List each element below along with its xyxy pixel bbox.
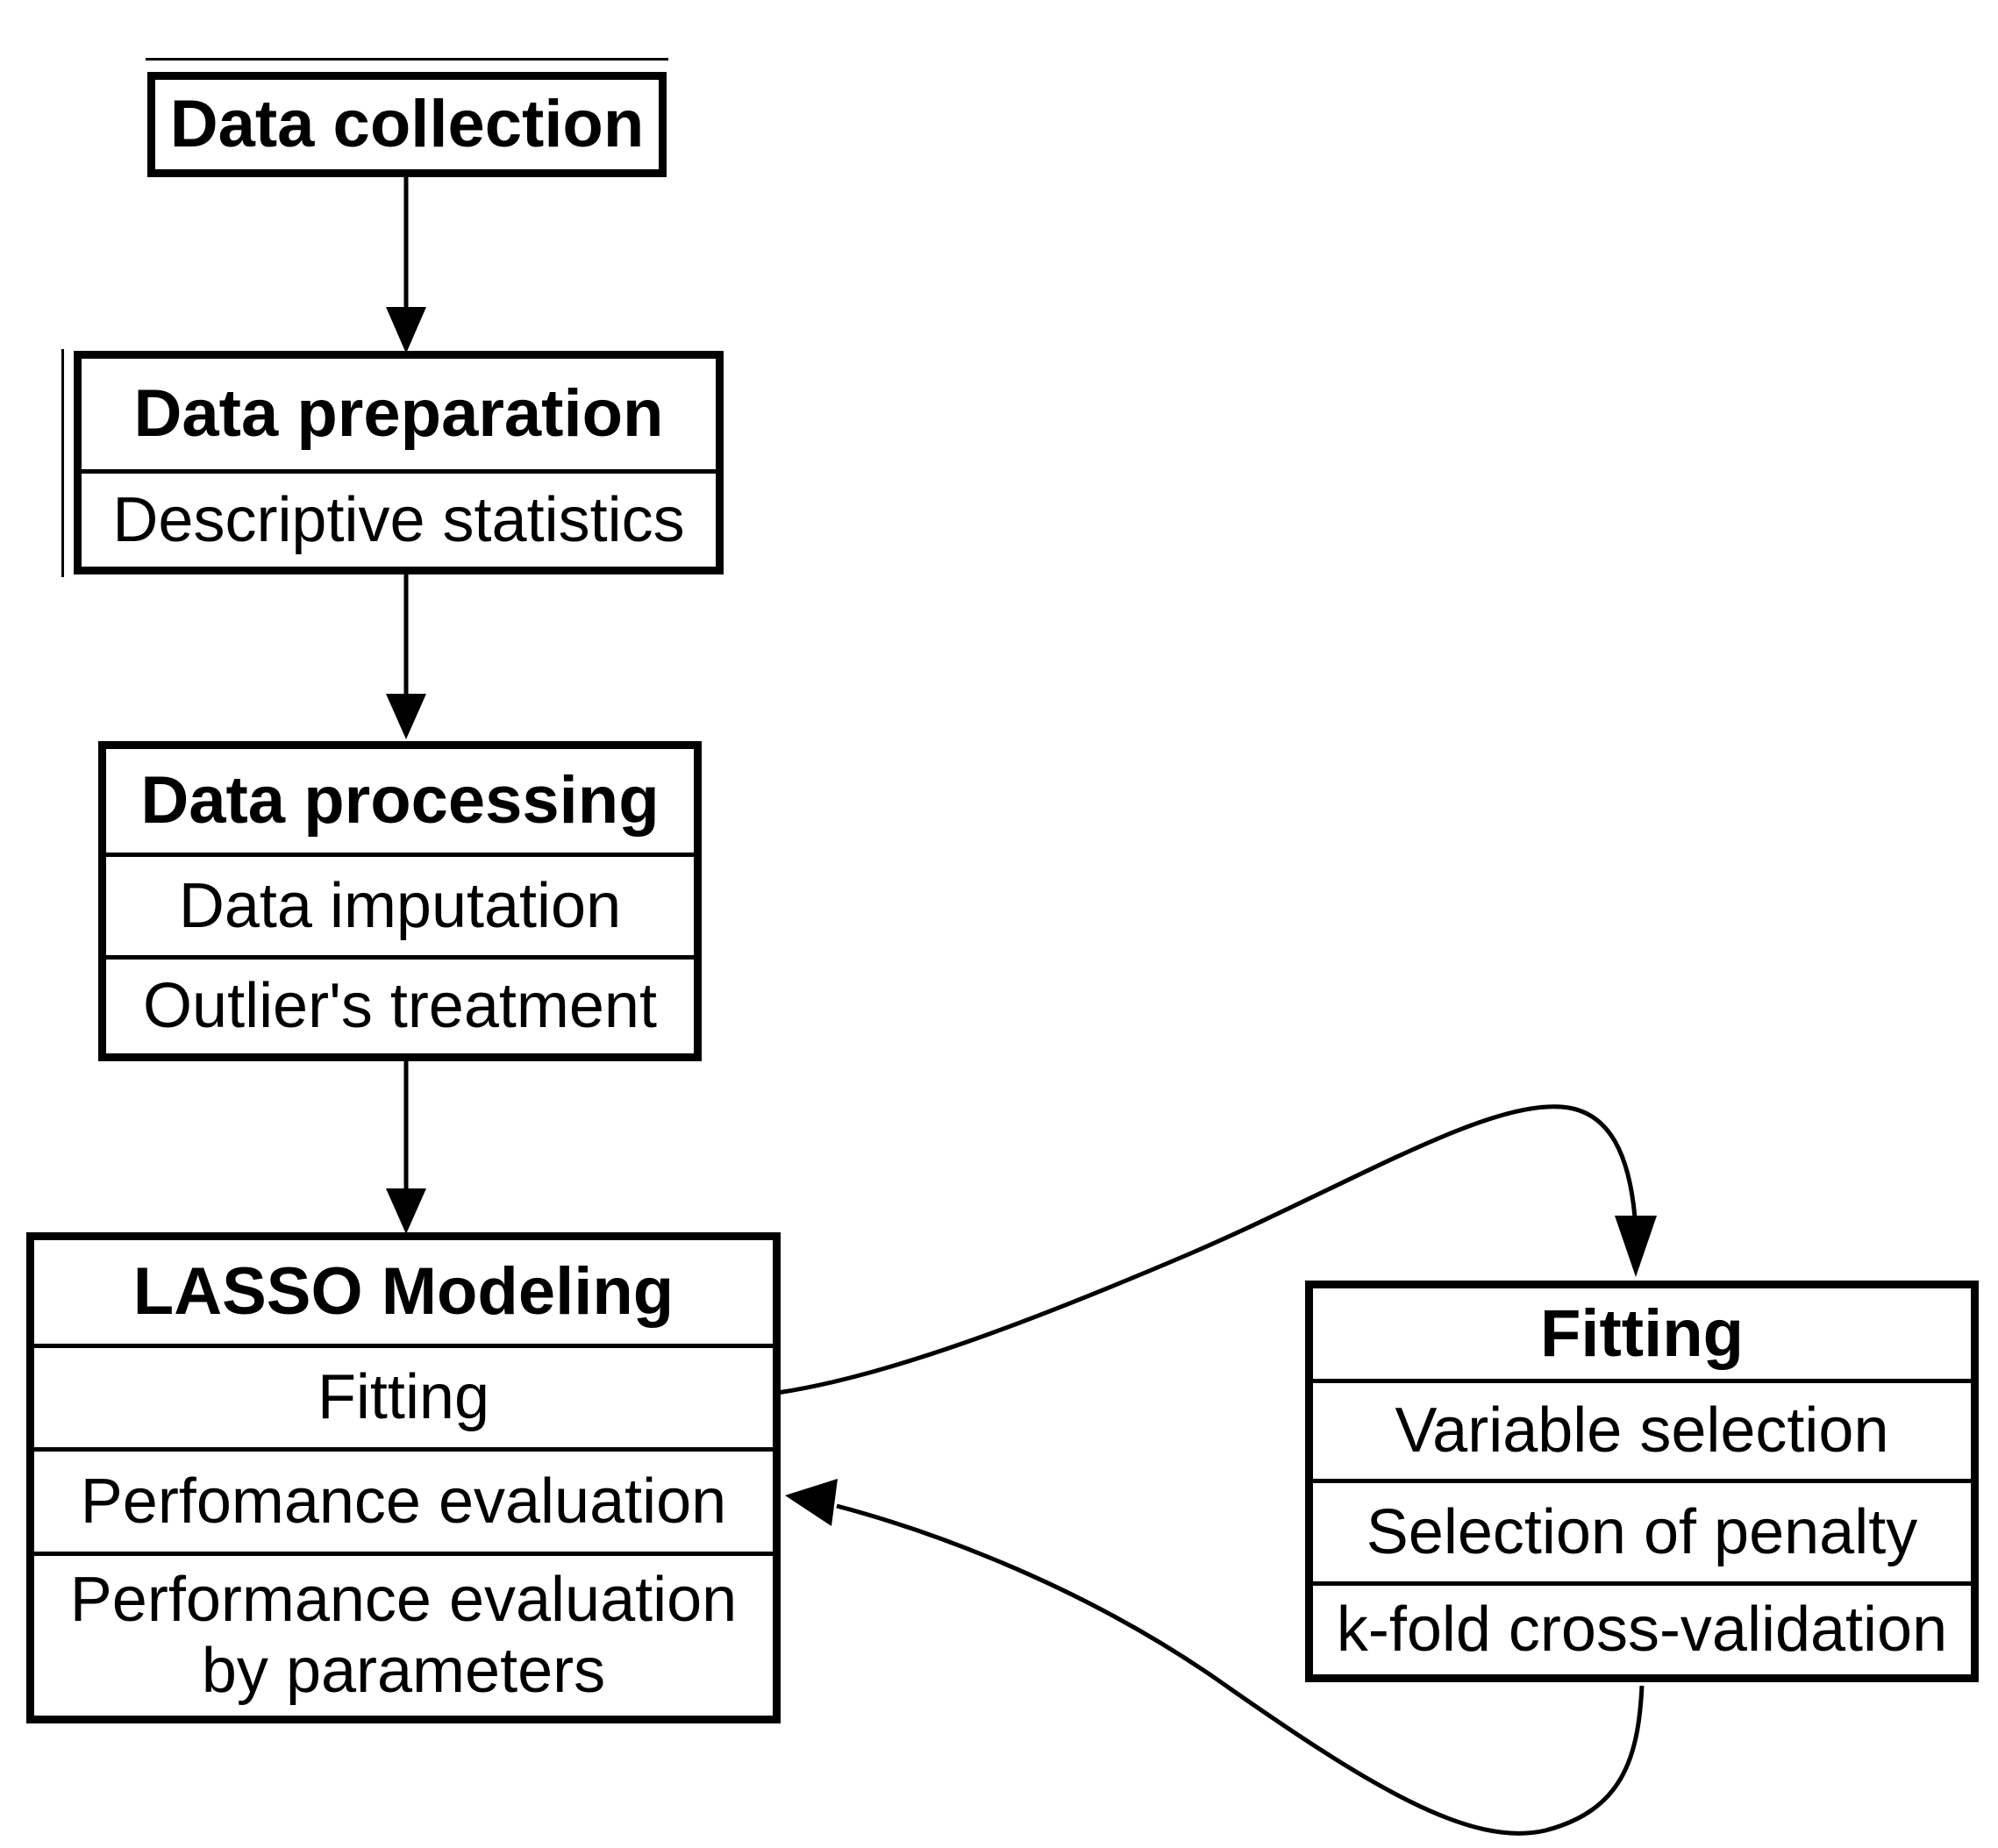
double-border-line-top-data-collection [146, 58, 668, 61]
node-lasso-modeling: LASSO Modeling Fitting Perfomance evalua… [26, 1232, 781, 1723]
node-data-preparation-title: Data preparation [133, 376, 664, 452]
curved-arrow-path [776, 1104, 1638, 1395]
arrow-data-preparation-to-data-processing [386, 573, 426, 739]
arrowhead-down-icon [1615, 1216, 1657, 1277]
node-data-processing-row: Data imputation [106, 853, 694, 955]
node-lasso-modeling-row: Perfomance evaluation [34, 1447, 773, 1552]
node-data-preparation-row: Descriptive statistics [82, 469, 716, 567]
node-fitting-title: Fitting [1539, 1295, 1745, 1371]
node-fitting: Fitting Variable selection Selection of … [1305, 1281, 1979, 1682]
node-data-preparation: Data preparation Descriptive statistics [74, 351, 724, 574]
arrowhead-left-icon [785, 1479, 838, 1526]
arrowhead-down-icon [386, 694, 426, 739]
node-fitting-row: k-fold cross-validation [1313, 1581, 1971, 1674]
node-fitting-row: Selection of penalty [1313, 1479, 1971, 1581]
node-data-processing: Data processing Data imputation Outlier'… [98, 741, 702, 1061]
node-data-collection-title: Data collection [169, 87, 645, 162]
arrow-data-processing-to-lasso-modeling [386, 1060, 426, 1234]
node-data-collection: Data collection [147, 72, 667, 177]
arrowhead-down-icon [386, 307, 426, 353]
node-fitting-row: Variable selection [1313, 1379, 1971, 1479]
node-data-processing-title: Data processing [140, 763, 660, 838]
arrow-lasso-modeling-to-fitting [776, 1104, 1657, 1395]
node-lasso-modeling-title: LASSO Modeling [132, 1254, 674, 1330]
arrowhead-down-icon [386, 1188, 426, 1234]
arrow-fitting-to-lasso-modeling [785, 1479, 1645, 1836]
node-lasso-modeling-row: Fitting [34, 1344, 773, 1447]
curved-arrow-path [836, 1503, 1645, 1836]
node-lasso-modeling-row-text: Performance evaluation by parameters [69, 1565, 738, 1706]
double-border-line-left-data-preparation [61, 349, 64, 577]
node-data-processing-row: Outlier's treatment [106, 955, 694, 1053]
arrow-data-collection-to-data-preparation [386, 177, 426, 353]
node-lasso-modeling-row: Performance evaluation by parameters [34, 1552, 773, 1716]
